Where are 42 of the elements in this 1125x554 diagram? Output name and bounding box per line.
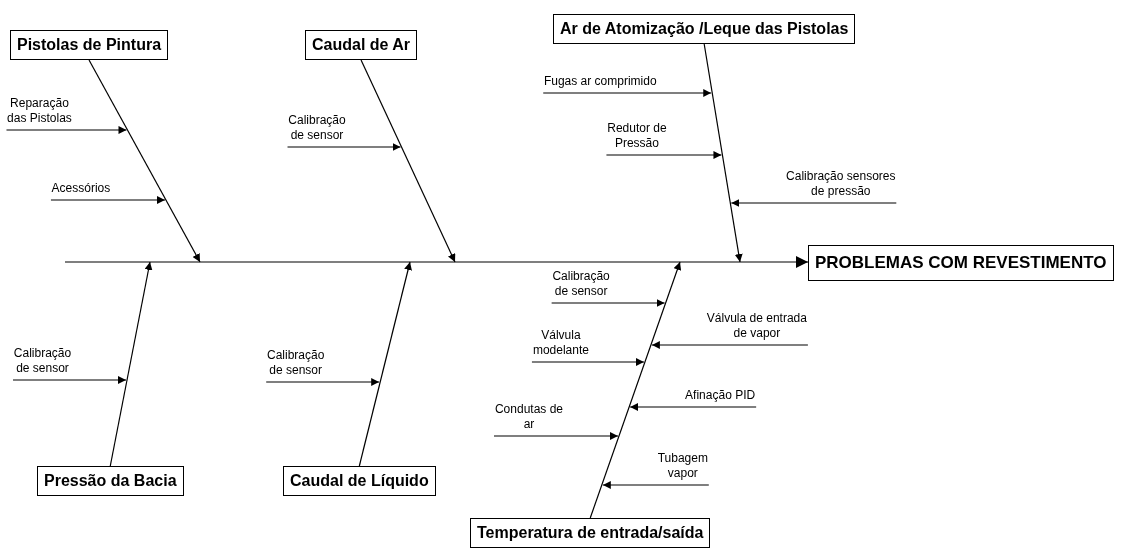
category-box: Temperatura de entrada/saída	[470, 518, 711, 548]
arrow	[651, 341, 809, 349]
arrow	[286, 143, 402, 151]
cause-label: Calibração de sensor	[266, 348, 326, 378]
arrow	[629, 403, 757, 411]
cause-label: Tubagem vapor	[656, 451, 709, 481]
cause-label: Acessórios	[50, 181, 111, 196]
effect-box: PROBLEMAS COM REVESTIMENTO	[808, 245, 1114, 281]
arrow	[542, 89, 712, 97]
arrow	[551, 299, 666, 307]
bone-arrow	[88, 59, 201, 263]
bone-arrow	[703, 43, 743, 263]
cause-label: Válvula modelante	[531, 328, 590, 358]
category-box: Ar de Atomização /Leque das Pistolas	[553, 14, 856, 44]
arrow	[12, 376, 127, 384]
category-box: Pressão da Bacia	[37, 466, 184, 496]
cause-label: Redutor de Pressão	[606, 121, 668, 151]
bone-arrow	[589, 261, 682, 519]
cause-label: Reparação das Pistolas	[6, 96, 73, 126]
category-box: Caudal de Ar	[305, 30, 418, 60]
category-box: Pistolas de Pintura	[10, 30, 169, 60]
cause-label: Afinação PID	[684, 388, 757, 403]
bone-arrow	[109, 261, 153, 467]
cause-label: Calibração de sensor	[287, 113, 347, 143]
cause-label: Calibração de sensor	[551, 269, 611, 299]
arrow	[602, 481, 710, 489]
bone-arrow	[360, 59, 456, 263]
arrow	[730, 199, 897, 207]
cause-label: Calibração de sensor	[13, 346, 72, 376]
arrow	[5, 126, 128, 134]
category-box: Caudal de Líquido	[283, 466, 436, 496]
cause-label: Condutas de ar	[493, 402, 564, 432]
spine-arrow	[64, 256, 809, 268]
cause-label: Calibração sensores de pressão	[785, 169, 897, 199]
arrow	[605, 151, 722, 159]
arrow	[265, 378, 380, 386]
cause-label: Fugas ar comprimido	[543, 74, 658, 89]
arrow	[493, 432, 619, 440]
arrow	[531, 358, 645, 366]
bone-arrow	[358, 261, 412, 467]
arrow	[50, 196, 166, 204]
cause-label: Válvula de entrada de vapor	[705, 311, 808, 341]
